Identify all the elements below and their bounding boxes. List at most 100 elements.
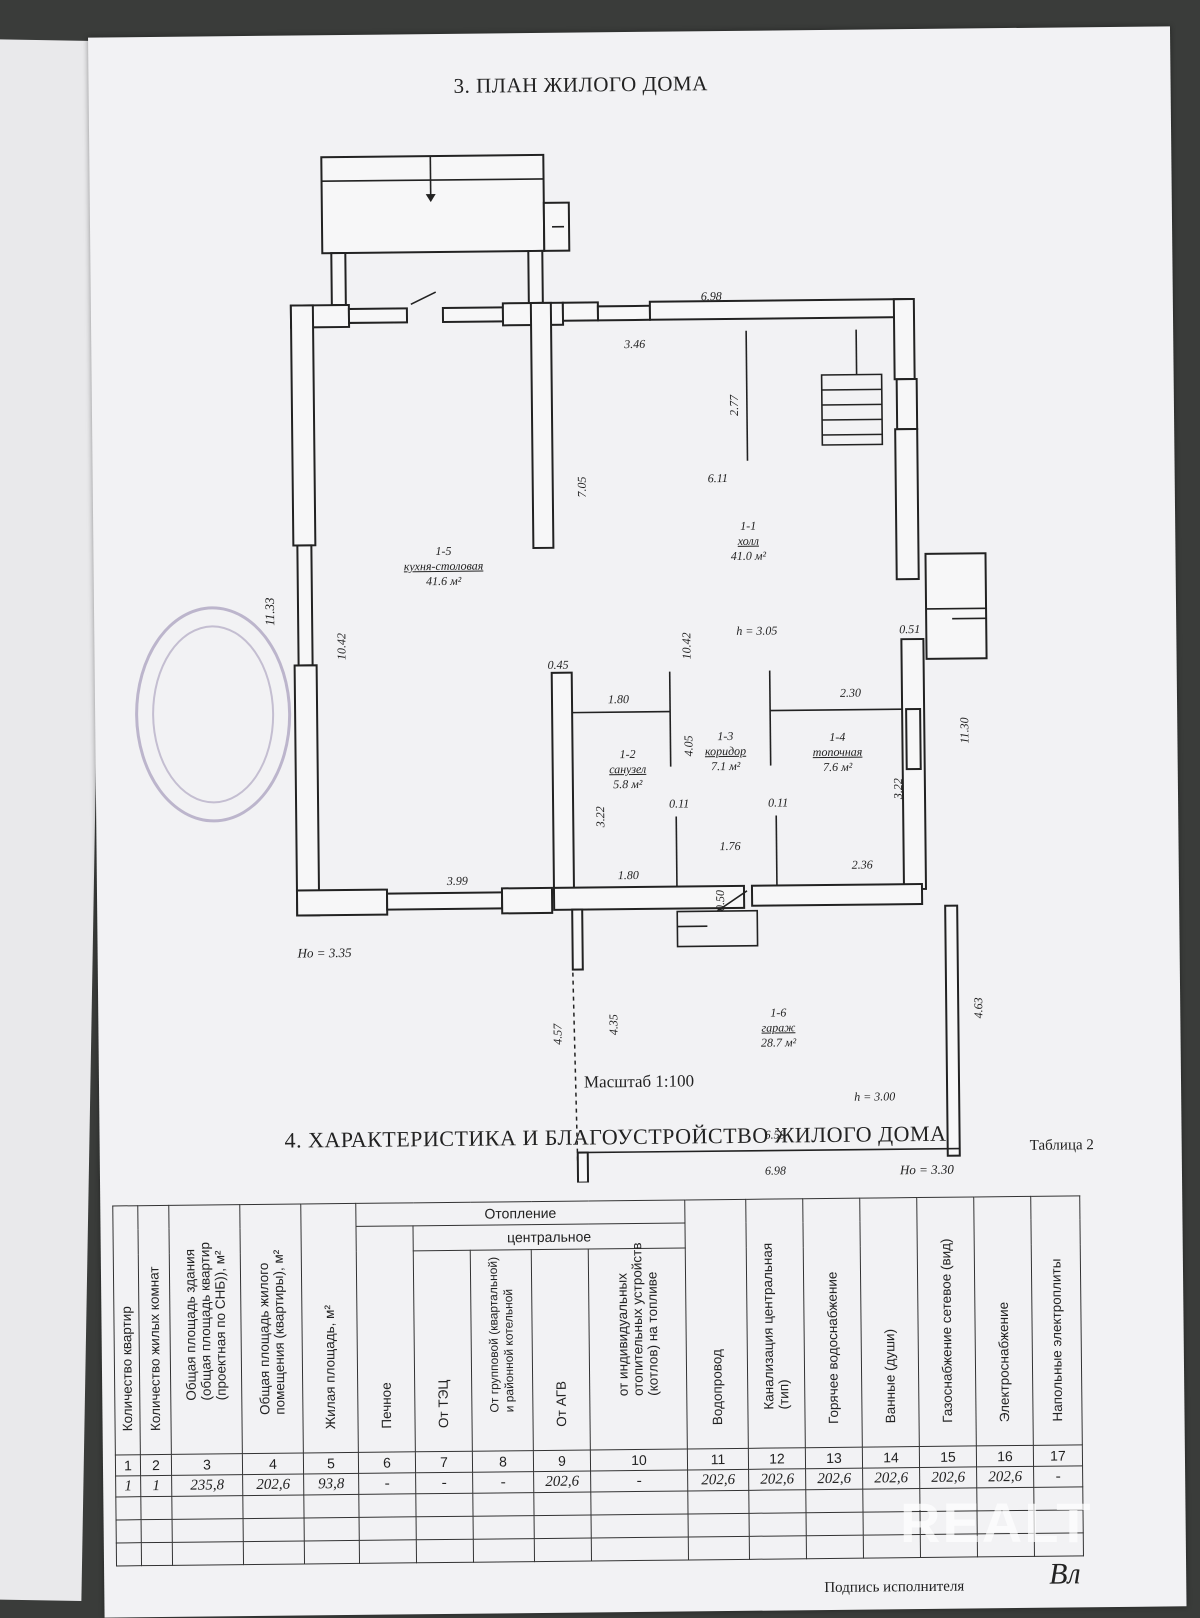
dim-label: 10.42 bbox=[334, 633, 349, 660]
table-cell: 202,6 bbox=[863, 1468, 920, 1490]
dim-label: 0.45 bbox=[548, 658, 569, 673]
table-cell bbox=[473, 1539, 534, 1563]
table-cell bbox=[172, 1496, 243, 1520]
table-cell: 1 bbox=[141, 1475, 172, 1496]
dim-label: Hо = 3.30 bbox=[900, 1162, 954, 1179]
table-cell bbox=[534, 1492, 591, 1516]
table-cell bbox=[172, 1519, 243, 1543]
signature-mark: Вл bbox=[1049, 1557, 1081, 1591]
table-cell bbox=[243, 1495, 304, 1519]
table-cell bbox=[749, 1513, 806, 1537]
dim-label: 1.80 bbox=[608, 692, 629, 707]
table-cell: 202,6 bbox=[749, 1469, 806, 1491]
table-cell: 3 bbox=[171, 1454, 242, 1476]
table-cell bbox=[141, 1496, 172, 1519]
dim-label: 11.33 bbox=[262, 597, 278, 625]
table-cell bbox=[806, 1512, 863, 1536]
table-cell bbox=[359, 1494, 416, 1518]
dim-label: 7.05 bbox=[575, 476, 590, 497]
dim-label: 1.80 bbox=[618, 868, 639, 883]
dim-label: 0.11 bbox=[768, 795, 788, 810]
table-cell bbox=[304, 1540, 359, 1564]
header-cell: Количество жилых комнат bbox=[138, 1205, 172, 1454]
document-sheet: 3. ПЛАН ЖИЛОГО ДОМА bbox=[88, 26, 1186, 1617]
dim-label: 11.30 bbox=[957, 717, 972, 743]
table-cell: 1 bbox=[115, 1455, 140, 1476]
table-cell: 202,6 bbox=[688, 1469, 749, 1491]
table-cell bbox=[688, 1536, 749, 1560]
table-cell: 202,6 bbox=[806, 1468, 863, 1490]
header-cell: Жилая площадь, м² bbox=[301, 1203, 359, 1453]
header-cell: Водопровод bbox=[685, 1199, 749, 1449]
table-cell: 202,6 bbox=[920, 1467, 977, 1489]
header-cell: от индивидуальных отопительных устройств… bbox=[588, 1248, 687, 1450]
header-cell: Газоснабжение сетевое (вид) bbox=[917, 1197, 977, 1447]
dim-label: 4.63 bbox=[971, 997, 986, 1018]
table-cell bbox=[591, 1537, 688, 1561]
table-cell bbox=[172, 1542, 243, 1566]
table-cell: 15 bbox=[919, 1446, 976, 1468]
table-cell: 12 bbox=[748, 1448, 805, 1470]
table-cell bbox=[141, 1542, 172, 1565]
dim-label: 4.57 bbox=[550, 1024, 565, 1045]
table-cell: 235,8 bbox=[172, 1475, 243, 1497]
header-cell: Электроснабжение bbox=[974, 1196, 1034, 1446]
header-cell: От АГВ bbox=[531, 1249, 590, 1450]
table-cell: 93,8 bbox=[304, 1473, 359, 1495]
dim-label: 4.35 bbox=[606, 1014, 621, 1035]
plan-scale: Масштаб 1:100 bbox=[584, 1071, 694, 1092]
table-cell: - bbox=[473, 1472, 534, 1494]
dim-label: 0.51 bbox=[899, 622, 920, 637]
table-cell: - bbox=[359, 1473, 416, 1495]
heating-group-header: Отопление bbox=[356, 1200, 685, 1226]
table-cell: 202,6 bbox=[534, 1471, 591, 1493]
table-cell: - bbox=[416, 1472, 473, 1494]
dim-label: 6.11 bbox=[708, 471, 728, 486]
table-label: Таблица 2 bbox=[1030, 1137, 1094, 1155]
table-cell bbox=[749, 1536, 806, 1560]
dim-label: 0.50 bbox=[713, 890, 728, 911]
dim-label: 2.77 bbox=[727, 395, 742, 416]
table-cell bbox=[416, 1516, 473, 1540]
table-cell bbox=[304, 1494, 359, 1518]
dim-label: 3.22 bbox=[891, 778, 906, 799]
signature-label: Подпись исполнителя bbox=[824, 1579, 964, 1597]
table-cell bbox=[243, 1518, 304, 1542]
table-cell: 16 bbox=[976, 1445, 1033, 1467]
table-cell: - bbox=[591, 1470, 688, 1492]
header-cell: Общая площадь жилого помещения (квартиры… bbox=[240, 1204, 304, 1454]
table-cell bbox=[473, 1493, 534, 1517]
table-cell bbox=[116, 1543, 141, 1566]
table-cell: 9 bbox=[533, 1450, 590, 1472]
header-cell: Ванные (души) bbox=[860, 1198, 920, 1448]
header-cell: Напольные электроплиты bbox=[1031, 1196, 1083, 1445]
header-cell: Канализация центральная (тип) bbox=[746, 1199, 806, 1449]
table-cell bbox=[749, 1490, 806, 1514]
dim-label: 2.30 bbox=[840, 686, 861, 701]
table-cell: 5 bbox=[303, 1452, 358, 1474]
table-cell: 1 bbox=[116, 1476, 141, 1497]
dim-label: 1.76 bbox=[719, 839, 740, 854]
table-cell: 17 bbox=[1033, 1445, 1082, 1467]
table-cell: 4 bbox=[242, 1453, 303, 1475]
table-cell bbox=[359, 1540, 416, 1564]
dim-label: 6.98 bbox=[765, 1163, 786, 1178]
dim-label: h = 3.00 bbox=[854, 1089, 895, 1104]
table-cell bbox=[591, 1491, 688, 1515]
table-cell bbox=[806, 1535, 863, 1559]
header-cell: Горячее водоснабжение bbox=[803, 1198, 863, 1448]
dim-label: 3.22 bbox=[593, 806, 608, 827]
table-cell: - bbox=[1034, 1466, 1083, 1488]
table-cell: 13 bbox=[805, 1447, 862, 1469]
table-cell bbox=[141, 1519, 172, 1542]
table-cell: 202,6 bbox=[243, 1474, 304, 1496]
table-cell bbox=[116, 1497, 141, 1520]
table-cell: 6 bbox=[358, 1452, 415, 1474]
table-cell bbox=[534, 1515, 591, 1539]
table-cell bbox=[416, 1493, 473, 1517]
dim-label: 6.98 bbox=[701, 289, 722, 304]
table-cell bbox=[806, 1489, 863, 1513]
